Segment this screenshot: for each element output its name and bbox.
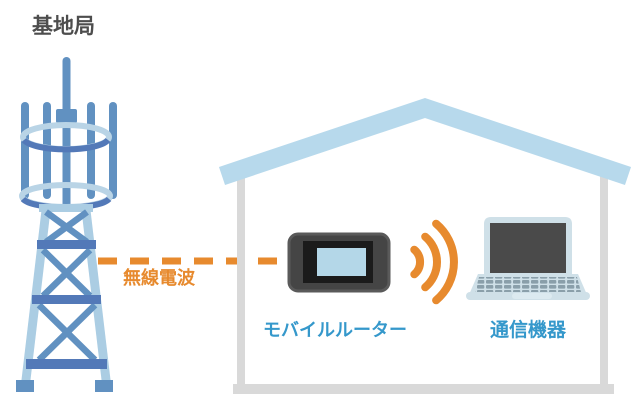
tower-bar [37,240,96,249]
antenna-rod [21,102,29,199]
mobile-router-label: モバイルルーター [263,320,407,340]
house-wall-left [237,172,245,386]
house-roof [218,97,632,186]
tower-bar [26,359,107,369]
house-wall-right [600,172,608,386]
base-station-label: 基地局 [32,15,95,38]
tower-bar [32,295,101,304]
tower-foot [95,380,113,392]
tower-mast-box [56,109,77,123]
tower-mast [62,57,71,212]
radio-wave-label: 無線電波 [123,268,195,288]
device-label: 通信機器 [489,320,566,341]
wifi-arc-large [432,219,458,305]
router-screen [317,248,366,276]
wifi-arc-medium [421,232,441,292]
wifi-arc-small [410,245,424,279]
house-floor [233,384,614,394]
mobile-router-icon [287,232,391,293]
tower-foot [16,380,34,392]
laptop-icon [466,217,590,300]
tower-braces [36,209,98,363]
cell-tower-icon [16,57,117,392]
house-outline [218,97,632,394]
laptop-keyboard [475,277,581,292]
antenna-rod [109,102,117,199]
tower-platform [39,204,93,212]
wifi-signal-icon [410,219,458,305]
laptop-screen [490,223,566,273]
antenna-ring-top-front [21,137,111,153]
laptop-trackpad [512,293,552,299]
